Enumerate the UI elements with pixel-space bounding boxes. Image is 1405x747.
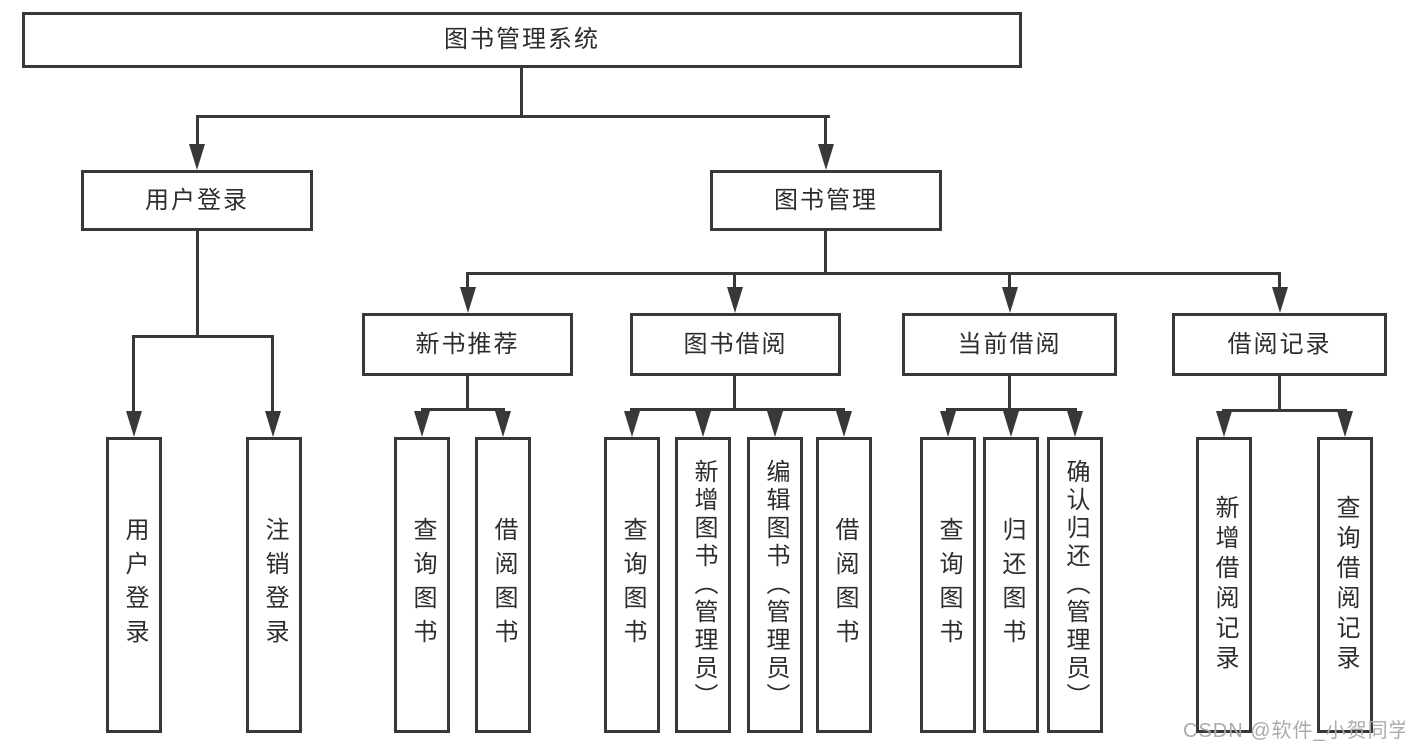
- leaf-add-borrow-record-label: 新增借阅记录: [1211, 495, 1238, 675]
- connector-recommend-rail: [421, 408, 505, 411]
- leaf-query-borrow-record: 查询借阅记录: [1317, 437, 1373, 733]
- arrowhead-leaf-add-record: [1216, 411, 1232, 437]
- leaf-add-books-admin: 新增图书（管理员）: [675, 437, 731, 733]
- connector-bookmgmt-stem: [824, 231, 827, 273]
- node-current-borrow: 当前借阅: [902, 313, 1117, 376]
- node-new-book-recommend-label: 新书推荐: [415, 330, 520, 358]
- arrowhead-leaf-login: [126, 411, 142, 437]
- arrowhead-borrow: [727, 287, 743, 313]
- node-root-label: 图书管理系统: [444, 26, 600, 53]
- leaf-confirm-return-admin: 确认归还（管理员）: [1047, 437, 1103, 733]
- node-root: 图书管理系统: [22, 12, 1022, 68]
- node-borrow-records: 借阅记录: [1172, 313, 1387, 376]
- connector-recommend-stem: [466, 376, 469, 409]
- leaf-logout: 注销登录: [246, 437, 302, 733]
- leaf-query-books-current: 查询图书: [920, 437, 976, 733]
- leaf-add-books-admin-label: 新增图书（管理员）: [690, 459, 717, 711]
- leaf-query-books-current-label: 查询图书: [935, 517, 962, 653]
- arrowhead-user-login: [189, 144, 205, 170]
- arrowhead-leaf-borrow1: [495, 411, 511, 437]
- arrowhead-leaf-confirm-return: [1067, 411, 1083, 437]
- connector-current-stem: [1008, 376, 1011, 409]
- node-user-login: 用户登录: [81, 170, 313, 231]
- arrowhead-leaf-query1: [414, 411, 430, 437]
- connector-drop-records: [1278, 272, 1281, 290]
- connector-records-stem: [1278, 376, 1281, 411]
- arrowhead-leaf-query2: [624, 411, 640, 437]
- node-book-borrow-label: 图书借阅: [683, 330, 788, 358]
- connector-drop-recommend: [466, 272, 469, 290]
- connector-root-stem: [520, 67, 523, 118]
- leaf-query-books-borrow: 查询图书: [604, 437, 660, 733]
- connector-current-rail: [946, 408, 1077, 411]
- node-book-borrow: 图书借阅: [630, 313, 841, 376]
- arrowhead-leaf-add-book: [695, 411, 711, 437]
- arrowhead-leaf-query-record: [1337, 411, 1353, 437]
- connector-drop-leaf-logout: [271, 335, 274, 413]
- arrowhead-leaf-return: [1003, 411, 1019, 437]
- leaf-query-books-recommend: 查询图书: [394, 437, 450, 733]
- connector-root-rail: [197, 115, 830, 118]
- arrowhead-leaf-borrow2: [836, 411, 852, 437]
- leaf-query-books-borrow-label: 查询图书: [619, 517, 646, 653]
- node-borrow-records-label: 借阅记录: [1227, 330, 1332, 358]
- node-new-book-recommend: 新书推荐: [362, 313, 573, 376]
- arrowhead-leaf-logout: [265, 411, 281, 437]
- csdn-watermark: CSDN @软件_小贺同学: [1183, 720, 1405, 742]
- leaf-borrow-books-recommend-label: 借阅图书: [490, 517, 517, 653]
- leaf-confirm-return-admin-label: 确认归还（管理员）: [1062, 459, 1089, 711]
- arrowhead-current: [1002, 287, 1018, 313]
- connector-borrow-rail: [630, 408, 845, 411]
- node-book-management-label: 图书管理: [774, 186, 878, 214]
- leaf-edit-books-admin-label: 编辑图书（管理员）: [762, 459, 789, 711]
- connector-drop-leaf-login: [132, 335, 135, 413]
- leaf-return-books: 归还图书: [983, 437, 1039, 733]
- arrowhead-leaf-query3: [940, 411, 956, 437]
- arrowhead-records: [1272, 287, 1288, 313]
- leaf-borrow-books: 借阅图书: [816, 437, 872, 733]
- connector-userlogin-stem: [196, 231, 199, 336]
- node-current-borrow-label: 当前借阅: [957, 330, 1062, 358]
- node-user-login-label: 用户登录: [145, 186, 249, 214]
- leaf-user-login: 用户登录: [106, 437, 162, 733]
- leaf-borrow-books-recommend: 借阅图书: [475, 437, 531, 733]
- connector-drop-user-login: [196, 115, 199, 147]
- leaf-query-borrow-record-label: 查询借阅记录: [1332, 495, 1359, 675]
- connector-drop-borrow: [733, 272, 736, 290]
- connector-bookmgmt-rail: [466, 272, 1281, 275]
- leaf-logout-label: 注销登录: [261, 517, 288, 653]
- connector-drop-book-management: [824, 115, 827, 147]
- arrowhead-book-management: [818, 144, 834, 170]
- leaf-user-login-label: 用户登录: [121, 517, 148, 653]
- node-book-management: 图书管理: [710, 170, 942, 231]
- connector-drop-current: [1008, 272, 1011, 290]
- leaf-add-borrow-record: 新增借阅记录: [1196, 437, 1252, 733]
- arrowhead-leaf-edit-book: [767, 411, 783, 437]
- connector-records-rail: [1222, 409, 1347, 412]
- leaf-borrow-books-label: 借阅图书: [831, 517, 858, 653]
- connector-borrow-stem: [733, 376, 736, 409]
- leaf-return-books-label: 归还图书: [998, 517, 1025, 653]
- leaf-query-books-recommend-label: 查询图书: [409, 517, 436, 653]
- leaf-edit-books-admin: 编辑图书（管理员）: [747, 437, 803, 733]
- connector-userlogin-rail: [133, 335, 273, 338]
- arrowhead-recommend: [460, 287, 476, 313]
